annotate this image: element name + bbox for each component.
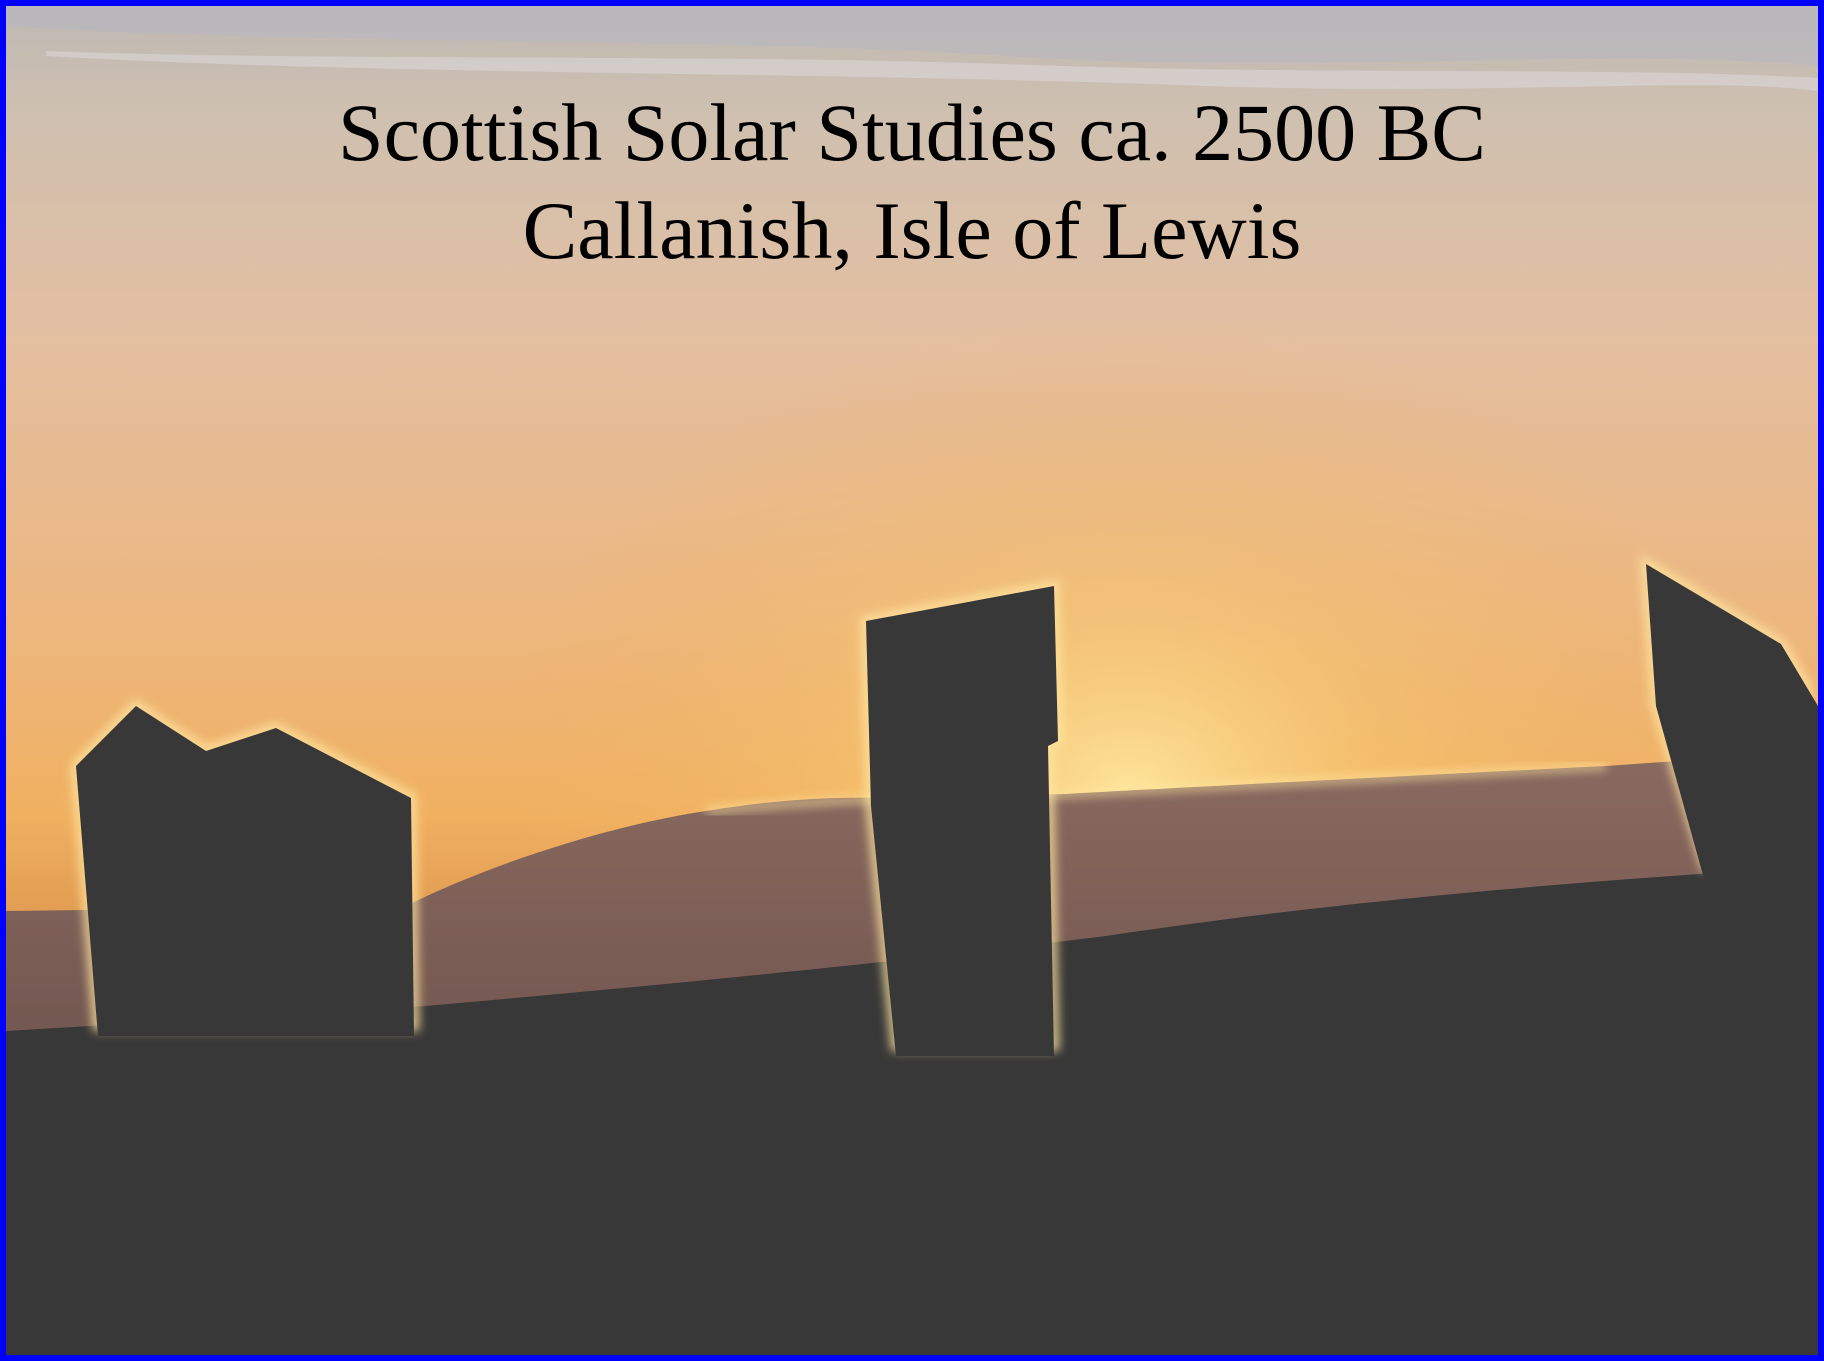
standing-stone-left bbox=[76, 706, 414, 1036]
standing-stone-center bbox=[866, 586, 1058, 1056]
callanish-stones-photo bbox=[6, 6, 1818, 1355]
slide-subtitle: Callanish, Isle of Lewis bbox=[522, 185, 1302, 277]
horizon-glow bbox=[705, 763, 1607, 814]
slide-title: Scottish Solar Studies ca. 2500 BC bbox=[338, 87, 1486, 178]
foreground-ground bbox=[6, 866, 1818, 1355]
sunset-photo bbox=[6, 6, 1818, 1355]
slide-title-block: Scottish Solar Studies ca. 2500 BC Calla… bbox=[6, 84, 1818, 281]
standing-stone-right bbox=[1646, 564, 1818, 886]
